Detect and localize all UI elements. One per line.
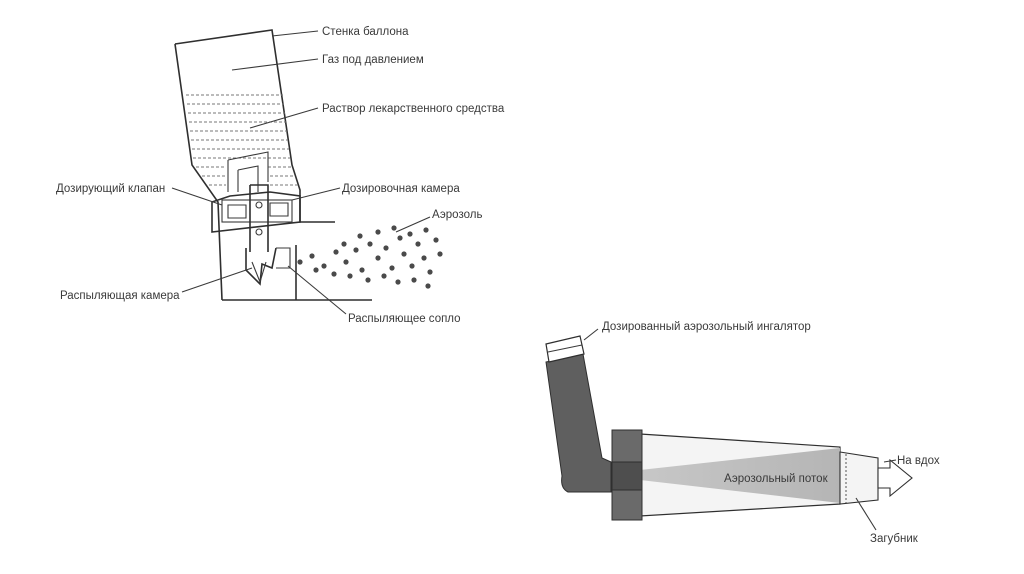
aerosol-particle — [391, 225, 397, 231]
canister-wall-left — [174, 43, 223, 301]
spray-chamber-shape — [245, 247, 277, 286]
metering-inner — [227, 202, 289, 219]
label-metering-chamber: Дозировочная камера — [342, 183, 460, 195]
aerosol-particle — [409, 263, 415, 269]
valve-stem-inner — [237, 165, 259, 192]
aerosol-particle — [401, 251, 407, 257]
spray-nozzle-shape — [276, 247, 291, 269]
label-wall: Стенка баллона — [322, 26, 409, 38]
aerosol-particle — [395, 279, 401, 285]
aerosol-particle — [297, 259, 303, 265]
aerosol-particle — [425, 283, 431, 289]
aerosol-flow — [640, 448, 840, 503]
aerosol-particle — [357, 233, 363, 239]
canister-labels: Стенка баллона Газ под давлением Раствор… — [56, 26, 505, 325]
stem-hole-1 — [255, 201, 263, 209]
aerosol-particle — [427, 269, 433, 275]
label-inhaler: Дозированный аэрозольный ингалятор — [602, 321, 811, 333]
aerosol-particle — [407, 231, 413, 237]
label-mouthpiece: Загубник — [870, 533, 919, 545]
inhaler-body — [545, 353, 612, 493]
stem-hole-2 — [255, 228, 263, 236]
label-nozzle: Распыляющее сопло — [348, 313, 461, 325]
aerosol-particle — [341, 241, 347, 247]
aerosol-particle — [389, 265, 395, 271]
aerosol-particle — [411, 277, 417, 283]
label-flow: Аэрозольный поток — [724, 473, 829, 485]
aerosol-particle — [321, 263, 327, 269]
label-gas: Газ под давлением — [322, 54, 424, 66]
canister-leaders — [171, 30, 431, 315]
inhale-arrow — [877, 458, 913, 498]
aerosol-particle — [331, 271, 337, 277]
liquid-hatching — [186, 94, 298, 186]
spacer-diagram — [545, 335, 913, 521]
aerosol-particle — [421, 255, 427, 261]
aerosol-particle — [343, 259, 349, 265]
aerosol-particle — [383, 245, 389, 251]
spacer-leaders — [583, 328, 897, 531]
aerosol-particle — [415, 241, 421, 247]
aerosol-particle — [423, 227, 429, 233]
aerosol-particle — [347, 273, 353, 279]
mouthpiece — [839, 451, 879, 505]
aerosol-particle — [333, 249, 339, 255]
metering-chamber-shape — [211, 191, 301, 233]
aerosol-particle — [437, 251, 443, 257]
nozzle-arrow — [251, 261, 267, 284]
aerosol-particle — [313, 267, 319, 273]
aerosol-particle — [397, 235, 403, 241]
canister-wall — [174, 29, 335, 223]
valve-stem — [249, 184, 269, 252]
metering-cup — [221, 199, 293, 223]
aerosol-particle — [365, 277, 371, 283]
aerosol-particles — [297, 225, 443, 289]
label-spray-chamber: Распыляющая камера — [60, 290, 180, 302]
aerosol-particle — [381, 273, 387, 279]
label-solution: Раствор лекарственного средства — [322, 103, 505, 115]
aerosol-particle — [375, 255, 381, 261]
aerosol-particle — [353, 247, 359, 253]
label-inhale: На вдох — [897, 455, 940, 467]
aerosol-particle — [375, 229, 381, 235]
label-aerosol: Аэрозоль — [432, 209, 482, 221]
aerosol-particle — [367, 241, 373, 247]
aerosol-particle — [433, 237, 439, 243]
aerosol-particle — [309, 253, 315, 259]
canister-diagram — [174, 29, 372, 301]
aerosol-particle — [359, 267, 365, 273]
spacer-labels: Дозированный аэрозольный ингалятор Аэроз… — [602, 321, 940, 545]
spacer-adapter-inner — [611, 461, 643, 491]
label-metering-valve: Дозирующий клапан — [56, 183, 165, 195]
valve-stem-top — [227, 151, 269, 192]
